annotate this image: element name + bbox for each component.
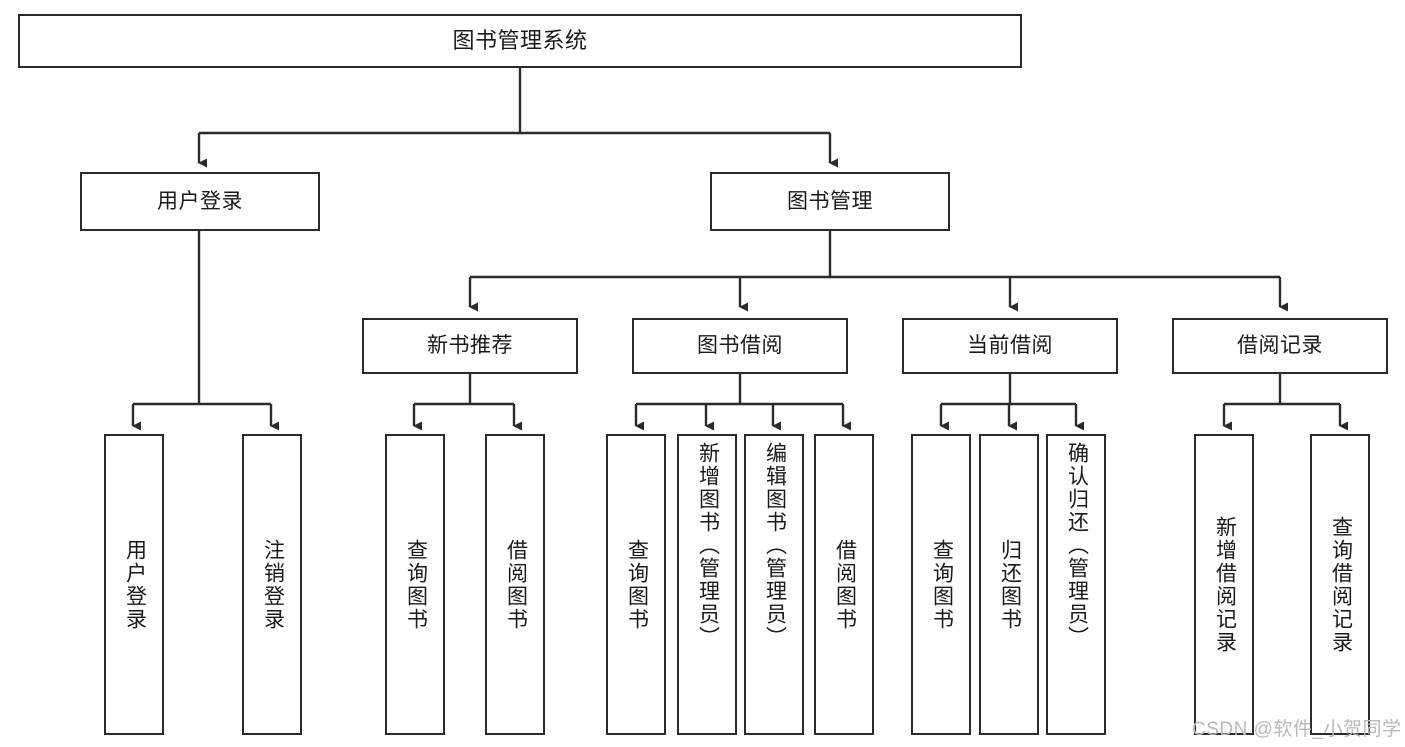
node-book-borrow[interactable]: 图书借阅 [632,318,848,374]
leaf-label: 查询图书 [625,538,649,631]
node-leaf-logout[interactable]: 注销登录 [242,434,302,735]
leaf-label: 查询图书 [404,538,428,631]
leaf-label: 确认归还（管理员） [1065,442,1089,649]
node-borrow-record[interactable]: 借阅记录 [1172,318,1388,374]
leaf-label: 新增图书（管理员） [696,442,720,649]
leaf-label: 借阅图书 [833,538,857,631]
node-current-borrow[interactable]: 当前借阅 [902,318,1118,374]
node-leaf-borrow-book[interactable]: 借阅图书 [814,434,874,735]
node-new-book-recommend[interactable]: 新书推荐 [362,318,578,374]
leaf-label: 用户登录 [123,538,147,631]
node-leaf-return-book[interactable]: 归还图书 [979,434,1039,735]
node-leaf-query-borrow-record[interactable]: 查询借阅记录 [1310,434,1370,735]
node-leaf-add-borrow-record[interactable]: 新增借阅记录 [1194,434,1254,735]
node-leaf-query-book-borrow[interactable]: 查询图书 [606,434,666,735]
csdn-watermark: CSDN @软件_小贺同学 [1192,719,1402,740]
node-leaf-confirm-return[interactable]: 确认归还（管理员） [1046,434,1106,735]
node-book-management[interactable]: 图书管理 [710,172,950,231]
node-leaf-borrow-book-recommend[interactable]: 借阅图书 [485,434,545,735]
node-leaf-edit-book[interactable]: 编辑图书（管理员） [744,434,804,735]
leaf-label: 借阅图书 [504,538,528,631]
node-leaf-user-login[interactable]: 用户登录 [104,434,164,735]
leaf-label: 新增借阅记录 [1213,515,1237,654]
node-root-system[interactable]: 图书管理系统 [18,14,1022,68]
node-leaf-query-book-current[interactable]: 查询图书 [911,434,971,735]
node-leaf-query-book-recommend[interactable]: 查询图书 [385,434,445,735]
leaf-label: 编辑图书（管理员） [763,442,787,649]
node-leaf-add-book[interactable]: 新增图书（管理员） [677,434,737,735]
leaf-label: 查询图书 [930,538,954,631]
leaf-label: 查询借阅记录 [1329,515,1353,654]
node-user-login[interactable]: 用户登录 [80,172,320,231]
leaf-label: 归还图书 [998,538,1022,631]
leaf-label: 注销登录 [261,538,285,631]
